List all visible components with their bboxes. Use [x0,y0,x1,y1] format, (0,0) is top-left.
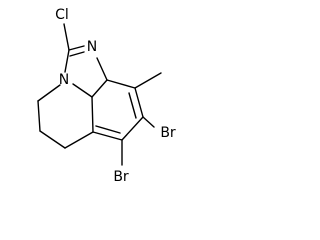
bond-c4-c5-double [128,92,137,119]
bond-c3a-c4 [106,79,136,89]
bond-cl-c2 [63,23,70,51]
bond-c4-methyl [134,72,162,89]
bond-c6a-c7a [91,96,94,133]
chemical-structure-diagram: Cl N N Br Br [37,7,176,185]
atom-label-n-ring: N [59,72,69,88]
bond-n1-c7a [72,83,93,98]
bond-lines [37,23,162,166]
atom-labels: Cl N N Br Br [55,7,176,185]
bond-c5-br [142,116,155,128]
atom-label-br-right: Br [160,125,176,141]
bond-n3-c3a [96,57,108,81]
atom-label-br-bottom: Br [113,169,129,185]
bond-c2-n1 [64,49,70,73]
bond-c2-n3-double [69,51,85,57]
atom-label-cl: Cl [55,7,69,23]
bond-c6-c6a-double [95,125,121,134]
bond-c5-c6 [121,116,144,141]
bond-c3a-c7a [91,79,108,98]
bond-ch2c-c6a [64,131,94,149]
bond-c4-c5 [134,87,144,118]
bond-ch2b-ch2c [39,130,66,149]
bond-c6-c6a [92,131,123,141]
atom-label-n-top: N [87,39,97,55]
bond-c2-n3 [68,45,85,51]
bond-ch2a-ch2b [37,100,41,132]
bond-n1-ch2a [37,84,61,102]
